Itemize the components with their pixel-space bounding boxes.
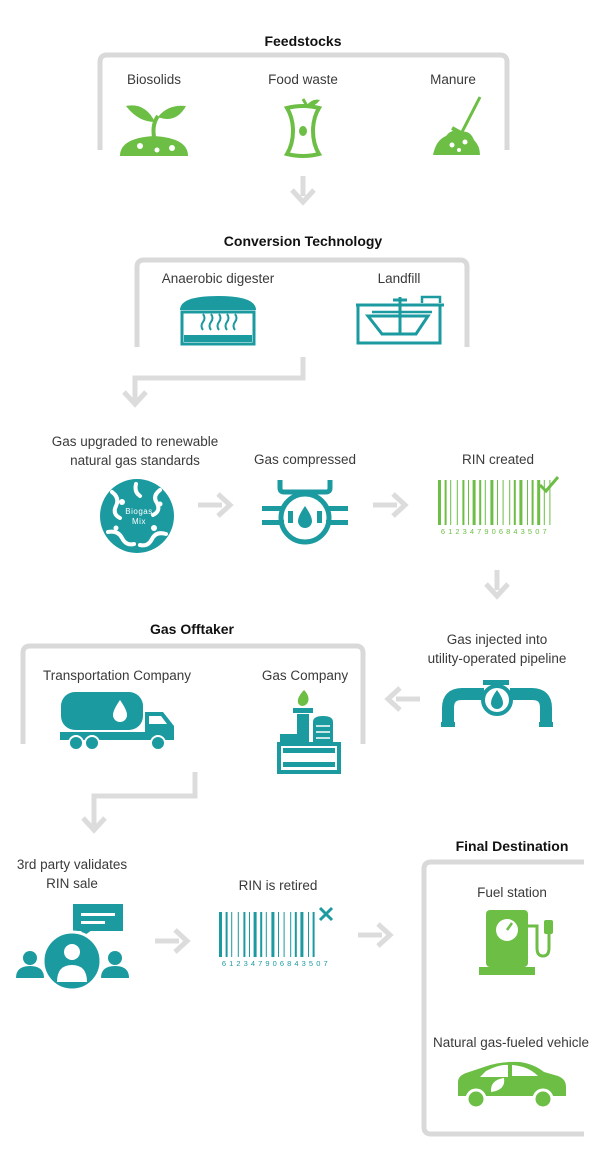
barcode-bar <box>456 480 458 525</box>
validate-label-line1: 3rd party validates <box>17 857 128 872</box>
feedstock-label-food-waste: Food waste <box>268 72 338 87</box>
arrow-upgrade-to-compress <box>198 494 230 516</box>
barcode-bar <box>509 480 511 525</box>
rin-retired-label: RIN is retired <box>239 878 318 893</box>
barcode-bar <box>253 912 257 957</box>
offtaker-title: Gas Offtaker <box>150 621 235 637</box>
arrow-feedstocks-to-conversion <box>292 176 314 202</box>
barcode-teal-digits: 6 1 2 3 4 7 9 0 6 8 4 3 5 0 7 <box>222 959 328 968</box>
barcode-bar <box>468 480 469 525</box>
final-label-fuel-station: Fuel station <box>477 885 547 900</box>
feedstock-label-manure: Manure <box>430 72 476 87</box>
conversion-label-digester: Anaerobic digester <box>162 271 275 286</box>
barcode-bar <box>490 480 494 525</box>
barcode-bar <box>444 480 447 525</box>
arrow-rin-to-pipeline <box>486 570 508 596</box>
barcode-bar <box>265 912 267 957</box>
compressor-icon <box>262 480 348 545</box>
barcode-bar <box>283 912 285 957</box>
biogas-mix-icon: Biogas Mix <box>100 479 174 553</box>
arrow-validate-to-retired <box>155 930 187 952</box>
barcode-bar <box>278 912 279 957</box>
car-icon <box>458 1061 566 1110</box>
conversion-bracket <box>134 257 470 347</box>
checkmark-icon <box>538 476 560 494</box>
barcode-bar <box>537 480 541 525</box>
pipeline-valve-icon <box>441 680 553 727</box>
biogas-label-line2: Mix <box>132 517 146 526</box>
offtaker-bracket <box>20 643 366 744</box>
landfill-icon <box>356 295 444 345</box>
connector-conversion-to-upgrade <box>132 357 306 400</box>
barcode-bar <box>549 480 551 525</box>
barcode-teal: 6 1 2 3 4 7 9 0 6 8 4 3 5 0 7 <box>219 906 334 968</box>
upgrade-label-line2: natural gas standards <box>70 453 200 468</box>
barcode-bar <box>243 912 246 957</box>
barcode-bar <box>308 912 309 957</box>
barcode-bar <box>260 912 263 957</box>
arrow-retired-to-final <box>358 924 390 946</box>
tanker-truck-icon <box>60 692 174 751</box>
biogas-label-line1: Biogas <box>125 507 152 516</box>
final-label-vehicle: Natural gas-fueled vehicle <box>433 1035 589 1050</box>
rin-created-label: RIN created <box>462 452 534 467</box>
gas-plant-icon <box>277 690 341 774</box>
validate-label-line2: RIN sale <box>46 876 98 891</box>
arrow-pipeline-to-offtaker <box>388 688 420 710</box>
x-mark-icon <box>318 906 334 922</box>
compress-label: Gas compressed <box>254 452 356 467</box>
barcode-bar <box>231 912 233 957</box>
barcode-bar <box>249 912 250 957</box>
conversion-title: Conversion Technology <box>224 233 383 249</box>
barcode-bar <box>225 912 228 957</box>
barcode-bar <box>513 480 516 525</box>
upgrade-label-line1: Gas upgraded to renewable <box>52 434 219 449</box>
final-title: Final Destination <box>456 838 569 854</box>
feedstock-label-biosolids: Biosolids <box>127 72 181 87</box>
pipeline-label-line2: utility-operated pipeline <box>428 651 567 666</box>
barcode-green-digits: 6 1 2 3 4 7 9 0 6 8 4 3 5 0 7 <box>441 527 547 536</box>
barcode-bar <box>472 480 476 525</box>
pipeline-label-line1: Gas injected into <box>447 632 548 647</box>
fuel-pump-icon <box>479 910 553 975</box>
barcode-bar <box>219 912 222 957</box>
barcode-bar <box>531 480 534 525</box>
feedstocks-title: Feedstocks <box>264 33 341 49</box>
barcode-bar <box>300 912 304 957</box>
barcode-green: 6 1 2 3 4 7 9 0 6 8 4 3 5 0 7 <box>438 476 560 536</box>
barcode-bar <box>497 480 498 525</box>
people-chat-icon <box>16 904 129 992</box>
offtaker-label-transport: Transportation Company <box>43 668 191 683</box>
barcode-bar <box>271 912 275 957</box>
barcode-bar <box>527 480 528 525</box>
barcode-bar <box>438 480 441 525</box>
final-bracket <box>421 859 584 1137</box>
manure-rake-icon <box>433 96 482 155</box>
connector-offtaker-to-validate <box>91 772 198 826</box>
barcode-bar <box>462 480 465 525</box>
barcode-bar <box>543 480 545 525</box>
sprout-icon <box>120 105 188 156</box>
conversion-label-landfill: Landfill <box>378 271 421 286</box>
barcode-bar <box>484 480 486 525</box>
apple-core-icon <box>283 98 323 158</box>
digester-icon <box>180 296 256 346</box>
feedstocks-bracket <box>97 52 510 150</box>
barcode-bar <box>519 480 523 525</box>
barcode-bar <box>450 480 452 525</box>
barcode-bar <box>479 480 482 525</box>
barcode-bar <box>502 480 504 525</box>
offtaker-label-gas-company: Gas Company <box>262 668 349 683</box>
barcode-bar <box>294 912 297 957</box>
barcode-bar <box>237 912 239 957</box>
arrow-compress-to-rin <box>373 494 405 516</box>
barcode-bar <box>290 912 292 957</box>
barcode-bar <box>312 912 315 957</box>
